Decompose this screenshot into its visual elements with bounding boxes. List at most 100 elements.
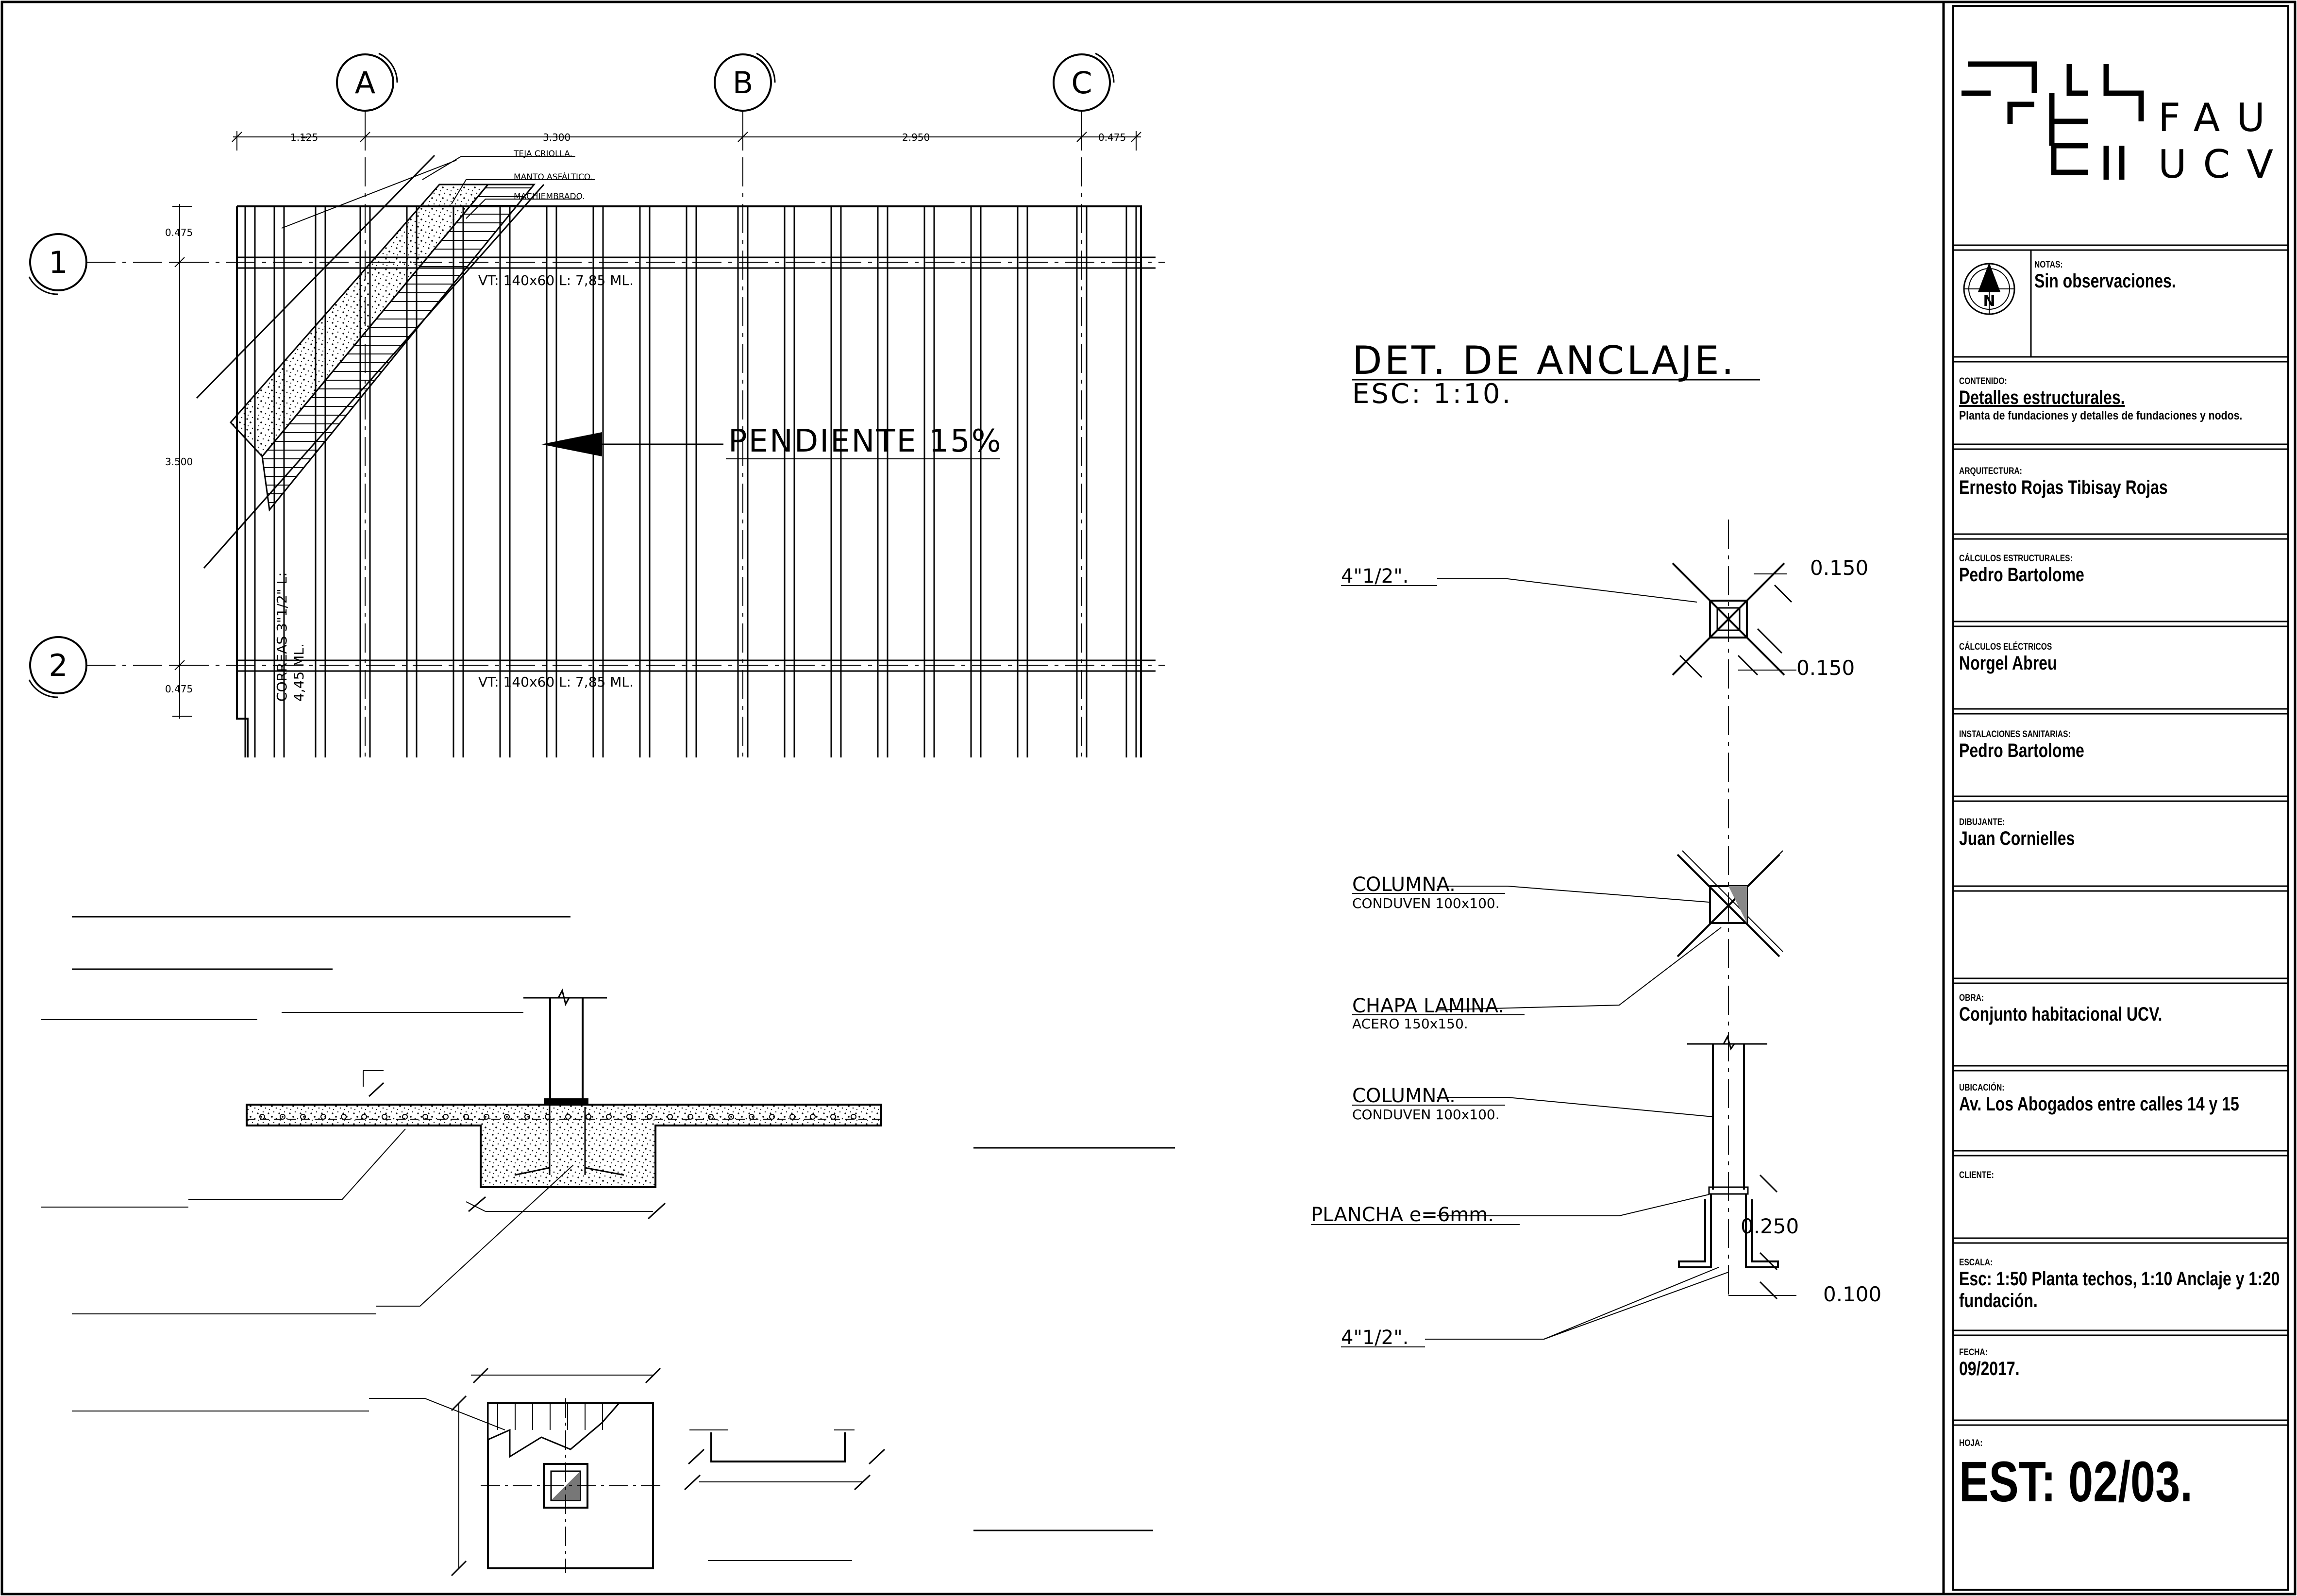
slab-rebar-dot	[667, 1114, 673, 1120]
grid-bubble-2	[28, 636, 1165, 698]
anchor-rebar-bottom: 4"1/2".	[1341, 1327, 1408, 1349]
tb-hoja-value: EST: 02/03.	[1959, 1450, 2193, 1514]
tb-contenido: CONTENIDO: Detalles estructurales. Plant…	[1959, 376, 2294, 423]
anchor-chapa-sub: ACERO 150x150.	[1352, 1016, 1468, 1032]
grid-label-1: 1	[49, 245, 67, 280]
slab-rebar-dots	[259, 1114, 856, 1120]
anchor-text: DET. DE ANCLAJE. ESC: 1:10. 4"1/2". 0.15…	[1311, 338, 1881, 1349]
tb-calc-elec-value: Norgel Abreu	[1959, 653, 2057, 674]
dim-left-2: 3.500	[165, 456, 193, 468]
anchor-dim-150a: 0.150	[1810, 556, 1868, 580]
svg-text:~: ~	[300, 132, 308, 143]
dim-top-3: 2.950	[902, 132, 930, 143]
tb-dibujante: DIBUJANTE: Juan Cornielles	[1959, 817, 2294, 850]
dim-left-3: 0.475	[165, 683, 193, 695]
tb-ubicacion: UBICACIÓN: Av. Los Abogados entre calles…	[1959, 1083, 2294, 1115]
slab-rebar-dot	[524, 1114, 530, 1120]
tb-arquitecto-1: Ernesto Rojas	[1959, 477, 2064, 498]
tb-escala-value-1: Esc: 1:50 Planta techos, 1:10 Anclaje y …	[1959, 1268, 2280, 1290]
tb-calc-est-value: Pedro Bartolome	[1959, 564, 2084, 586]
tb-calc-estructurales: CÁLCULOS ESTRUCTURALES: Pedro Bartolome	[1959, 554, 2294, 586]
tb-escala-label: ESCALA:	[1959, 1258, 1993, 1268]
roof-plan-text: ~ 1.125 3.300 2.950 0.475 0.475 3.500 0.…	[49, 65, 1126, 702]
anchor-rebar-top: 4"1/2".	[1341, 565, 1408, 588]
tb-dibujante-label: DIBUJANTE:	[1959, 817, 2005, 827]
slab-rebar-dot	[810, 1114, 816, 1120]
anchor-column-elevation	[1678, 1034, 1796, 1300]
rebar-hook-detail	[684, 1429, 886, 1491]
tb-cliente: CLIENTE:	[1959, 1170, 2294, 1181]
tb-arquitecto-2: Tibisay Rojas	[2068, 477, 2168, 498]
tb-calc-electricos: CÁLCULOS ELÉCTRICOS Norgel Abreu	[1959, 642, 2294, 674]
slab-rebar-dot	[708, 1114, 714, 1120]
grid-label-c: C	[1071, 65, 1092, 101]
anchor-columna-1: COLUMNA.	[1352, 874, 1456, 896]
slope-arrow-head	[541, 432, 602, 456]
tb-hoja: HOJA: EST: 02/03.	[1959, 1438, 2294, 1515]
grid-bubble-c	[1053, 52, 1115, 757]
tb-ubicacion-value: Av. Los Abogados entre calles 14 y 15	[1959, 1093, 2239, 1115]
slab-rebar-dot	[728, 1114, 734, 1120]
tb-calc-elec-label: CÁLCULOS ELÉCTRICOS	[1959, 642, 2052, 652]
tb-arquitectura-label: ARQUITECTURA:	[1959, 466, 2022, 476]
dim-top-4: 0.475	[1098, 132, 1126, 143]
slab-rebar-dot	[565, 1114, 571, 1120]
slab-rebar-dot	[259, 1114, 265, 1120]
slab-rebar-dot	[484, 1114, 489, 1120]
anchor-columna-2-sub: CONDUVEN 100x100.	[1352, 1107, 1500, 1123]
logo-text-fau: FAU	[2158, 95, 2281, 140]
dim-left-1: 0.475	[165, 227, 193, 238]
roof-plan	[28, 52, 1165, 757]
material-leaders	[422, 156, 595, 219]
tb-calc-est-label: CÁLCULOS ESTRUCTURALES:	[1959, 554, 2073, 564]
correas-label-1: CORREAS 3"1/2" L:	[274, 572, 290, 702]
slab-rebar-dot	[341, 1114, 347, 1120]
slab-rebar-dot	[402, 1114, 408, 1120]
dim-line-top	[232, 131, 1141, 151]
foundation-section	[188, 988, 886, 1577]
anchor-columna-2: COLUMNA.	[1352, 1085, 1456, 1107]
slab-rebar-dot	[769, 1114, 775, 1120]
material-manto: MANTO ASFÁLTICO.	[514, 171, 593, 182]
anchor-detail	[1425, 520, 1796, 1340]
roof-layer-boards	[261, 184, 536, 512]
tb-contenido-sub: Planta de fundaciones y detalles de fund…	[1959, 409, 2243, 422]
slab-rebar-dot	[830, 1114, 836, 1120]
anchor-title: DET. DE ANCLAJE.	[1352, 338, 1736, 383]
dim-top-1: 1.125	[290, 132, 318, 143]
slab-rebar-dot	[851, 1114, 856, 1120]
slope-label: PENDIENTE 15%	[728, 423, 1003, 459]
grid-label-b: B	[733, 65, 754, 101]
slab-rebar-dot	[789, 1114, 795, 1120]
tb-sanitarias-label: INSTALACIONES SANITARIAS:	[1959, 729, 2071, 739]
north-arrow-icon	[1963, 262, 2015, 315]
logo-text-ucv: UCV	[2158, 142, 2290, 187]
anchor-plancha: PLANCHA e=6mm.	[1311, 1204, 1494, 1226]
roof-layer-tile	[229, 184, 490, 458]
anchor-columna-1-sub: CONDUVEN 100x100.	[1352, 895, 1500, 911]
tb-contenido-label: CONTENIDO:	[1959, 376, 2007, 386]
tb-cliente-label: CLIENTE:	[1959, 1170, 1994, 1180]
slab-rebar-dot	[626, 1114, 632, 1120]
slab-rebar-dot	[422, 1114, 428, 1120]
tb-hoja-label: HOJA:	[1959, 1438, 1983, 1448]
slab-rebar-dot	[361, 1114, 367, 1120]
beam-label-1: VT: 140x60 L: 7,85 ML.	[478, 272, 634, 288]
slab-rebar-dot	[647, 1114, 653, 1120]
slab-rebar-dot	[382, 1114, 387, 1120]
tb-escala-value-2: fundación.	[1959, 1290, 2038, 1311]
foundation-leaders	[188, 1012, 666, 1307]
anchor-node-top	[1672, 562, 1796, 678]
fau-ucv-logo	[1962, 61, 2144, 180]
correas-label-2: 4,45 ML.	[291, 643, 307, 702]
anchor-chapa: CHAPA LAMINA.	[1352, 995, 1504, 1017]
slab-rebar-dot	[504, 1114, 510, 1120]
tb-sanitarias-value: Pedro Bartolome	[1959, 740, 2084, 761]
slab-rebar-dot	[300, 1114, 306, 1120]
grid-bubble-b	[714, 52, 776, 757]
tb-obra-label: OBRA:	[1959, 993, 1984, 1003]
tb-ubicacion-label: UBICACIÓN:	[1959, 1083, 2005, 1093]
foundation-column	[514, 988, 624, 1176]
dim-top-2: 3.300	[543, 132, 570, 143]
